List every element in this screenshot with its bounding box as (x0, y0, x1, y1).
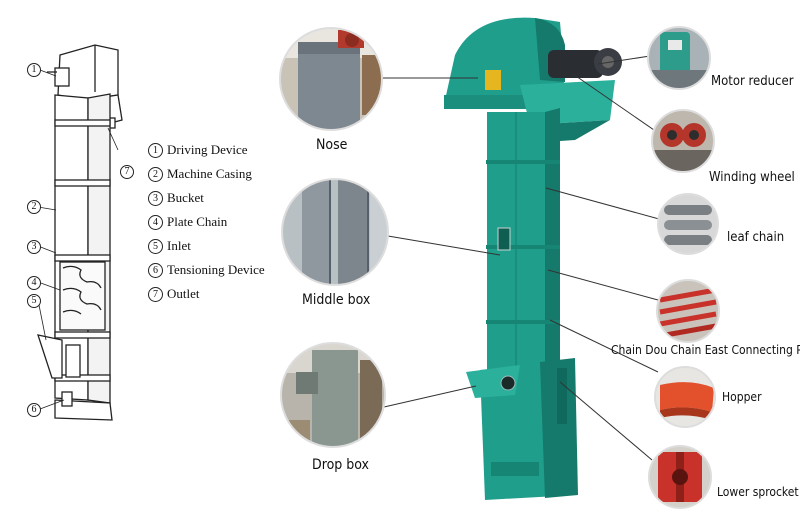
chain-connecting-photo (656, 279, 720, 343)
sketch-marker-6: 6 (27, 403, 41, 417)
legend-item: 4 Plate Chain (148, 210, 265, 234)
legend-item: 1 Driving Device (148, 138, 265, 162)
winding-wheel-label: Winding wheel (709, 170, 795, 185)
legend-number: 5 (148, 239, 163, 254)
middle-box-label: Middle box (302, 292, 371, 308)
motor-reducer-label: Motor reducer (711, 74, 794, 89)
hopper-label: Hopper (722, 390, 762, 404)
nose-label: Nose (316, 137, 348, 153)
drop-box-label: Drop box (312, 457, 369, 473)
legend-label: Machine Casing (167, 166, 252, 181)
winding-wheel-photo (651, 109, 715, 173)
elevator-sketch (37, 44, 123, 421)
legend-item: 7 Outlet (148, 282, 265, 306)
legend-item: 2 Machine Casing (148, 162, 265, 186)
legend-number: 3 (148, 191, 163, 206)
legend-label: Driving Device (167, 142, 248, 157)
legend-item: 6 Tensioning Device (148, 258, 265, 282)
hopper-photo (654, 366, 716, 428)
legend-item: 3 Bucket (148, 186, 265, 210)
motor-reducer-photo (647, 26, 711, 90)
drop-box-photo (280, 342, 386, 448)
sketch-leader-lines (37, 69, 119, 410)
sketch-marker-4: 4 (27, 276, 41, 290)
lower-sprocket-photo (648, 445, 712, 509)
sketch-marker-1: 1 (27, 63, 41, 77)
legend-item: 5 Inlet (148, 234, 265, 258)
legend-label: Bucket (167, 190, 204, 205)
sketch-marker-5: 5 (27, 294, 41, 308)
sketch-marker-3: 3 (27, 240, 41, 254)
sketch-marker-2: 2 (27, 200, 41, 214)
legend-number: 2 (148, 167, 163, 182)
callout-leader-lines (380, 55, 660, 461)
legend-label: Plate Chain (167, 214, 228, 229)
leaf-chain-label: leaf chain (727, 230, 785, 245)
legend-number: 7 (148, 287, 163, 302)
legend-label: Inlet (167, 238, 191, 253)
sketch-marker-7: 7 (120, 165, 134, 179)
legend-number: 4 (148, 215, 163, 230)
legend-label: Outlet (167, 286, 200, 301)
legend-number: 6 (148, 263, 163, 278)
leaf-chain-photo (657, 193, 719, 255)
chain-connecting-label: Chain Dou Chain East Connecting Party (611, 343, 800, 357)
lower-sprocket-label: Lower sprocket (717, 485, 799, 499)
middle-box-photo (281, 178, 389, 286)
nose-photo (279, 27, 383, 131)
legend-label: Tensioning Device (167, 262, 265, 277)
bucket-elevator-machine (444, 17, 622, 500)
legend-number: 1 (148, 143, 163, 158)
